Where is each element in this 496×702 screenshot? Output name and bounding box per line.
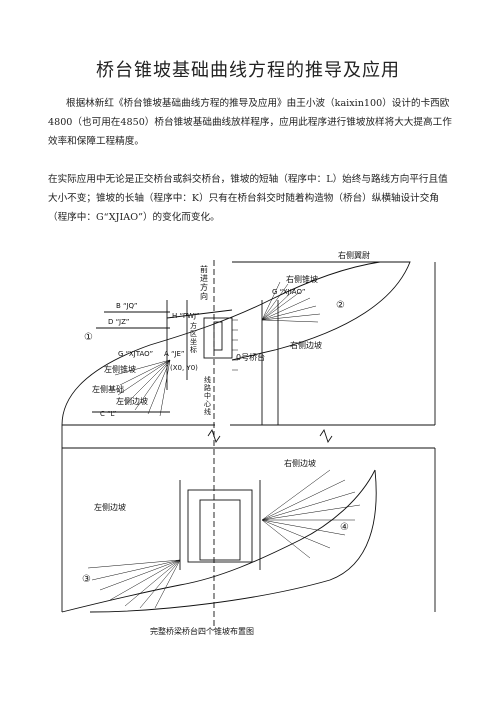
- paragraph-intro: 根据林新红《桥台锥坡基础曲线方程的推导及应用》由王小波（kaixin100）设计…: [48, 98, 452, 147]
- paragraph-axes: 在实际应用中无论是正交桥台或斜交桥台，锥坡的短轴（程序中：L）始终与路线方向平行…: [48, 174, 448, 223]
- label-right-slope-top: 右侧边坡: [290, 340, 322, 350]
- label-circle-2: ②: [336, 300, 345, 311]
- document-title: 桥台锥坡基础曲线方程的推导及应用: [96, 60, 400, 81]
- label-centerline-5: 线: [204, 407, 211, 416]
- label-g-xjiao-top: G “XJIAO”: [272, 288, 305, 296]
- label-a-je: A “JE”: [164, 350, 185, 358]
- label-centerline-4: 心: [204, 400, 211, 408]
- label-c-l: C “L”: [100, 410, 116, 418]
- label-d-jz: D “JZ”: [108, 318, 129, 326]
- slope-hatch-upper: [232, 319, 238, 371]
- label-left-slope-bottom: 左侧边坡: [94, 502, 126, 512]
- label-circle-4: ④: [340, 522, 349, 533]
- label-right-abutment-top: 右侧翼尉: [338, 250, 370, 260]
- label-square-3: 坐: [190, 337, 197, 346]
- abutment-lower-block: [187, 489, 253, 563]
- label-centerline-1: 线: [204, 375, 211, 384]
- abutment-top-edge: [166, 309, 233, 319]
- fan-hatch-upper-left: [114, 359, 171, 417]
- abutment-lower-inner: [199, 499, 241, 561]
- upper-right-cone-curve: [231, 261, 411, 361]
- break-mark-left: [207, 428, 221, 444]
- fan-hatch-upper-right: [261, 281, 321, 323]
- lower-cone-curve-a: [61, 469, 376, 613]
- label-forward-3: 方: [200, 282, 208, 292]
- label-g-xjiao-left: G “XJTAO”: [118, 350, 153, 358]
- label-square-4: 标: [190, 345, 197, 354]
- abutment-upper-inner: [213, 321, 223, 351]
- label-square-1: 方: [190, 321, 197, 330]
- fan-hatch-lower-right: [261, 469, 361, 559]
- label-h-pwj: H “PWJ”: [172, 312, 200, 320]
- label-forward-4: 向: [200, 291, 208, 301]
- label-left-cone-top: 左侧锥坡: [104, 364, 136, 374]
- fan-hatch-lower-left: [87, 559, 181, 609]
- label-forward-1: 前: [200, 264, 208, 274]
- label-forward-2: 进: [200, 274, 208, 283]
- label-centerline-2: 路: [204, 383, 211, 392]
- label-right-slope-bottom: 右侧边坡: [284, 458, 316, 468]
- figure-caption: 完整桥梁桥台四个锥坡布置图: [150, 626, 254, 636]
- label-square-2: 区: [190, 330, 197, 338]
- break-mark-right: [319, 428, 333, 444]
- upper-left-cone-curve: [61, 261, 381, 426]
- label-left-foundation: 左侧基础: [92, 384, 124, 394]
- label-circle-1: ①: [84, 332, 93, 343]
- label-centerline-3: 中: [204, 391, 211, 400]
- abutment-upper-block: [203, 317, 233, 359]
- label-right-cone-top: 右侧锥坡: [286, 274, 318, 284]
- label-b-jq: B “JQ”: [116, 302, 138, 310]
- label-bridge-abutment: 0号桥台: [236, 352, 265, 362]
- label-circle-3: ③: [82, 574, 91, 585]
- label-left-slope-top: 左侧边坡: [116, 396, 148, 406]
- lower-cone-curve-b: [89, 469, 377, 613]
- abutment-cone-layout-diagram: 前 进 方 向 右侧翼尉 右侧锥坡 G “XJIAO” B “JQ” D “JZ…: [61, 250, 436, 636]
- label-x0y0: (X0, Y0): [170, 364, 198, 372]
